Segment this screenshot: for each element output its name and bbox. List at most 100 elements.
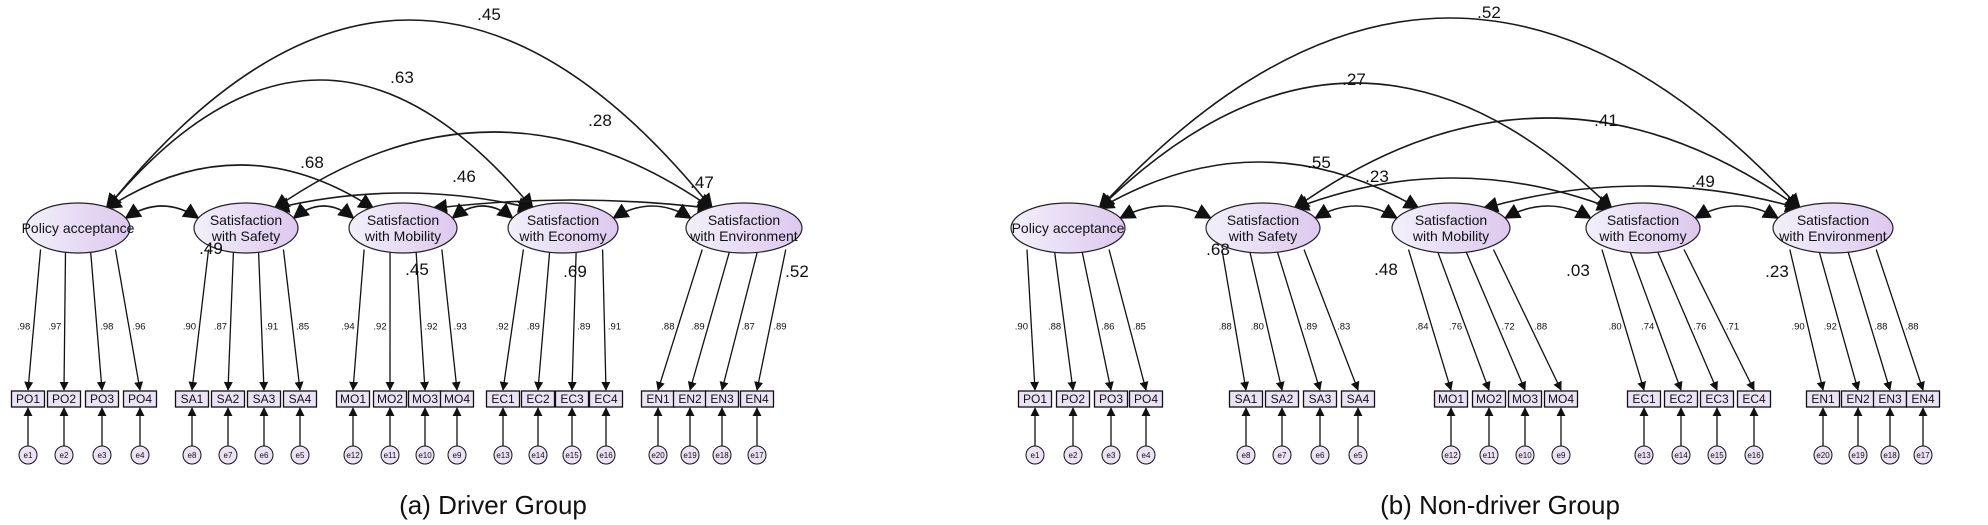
- error-term-circle: [254, 445, 274, 465]
- error-term-label: e7: [224, 451, 233, 460]
- indicator-box: [1340, 390, 1376, 408]
- error-term-label: e8: [188, 451, 197, 460]
- loading-arrow: [1407, 249, 1453, 391]
- indicator-box: [588, 390, 624, 408]
- error-term-circle: [1913, 445, 1933, 465]
- correlation-arrow: [1314, 203, 1399, 219]
- latent-factor-label: Satisfaction: [1797, 212, 1869, 228]
- correlation-arrow: [451, 202, 514, 220]
- correlation-value: .46: [452, 167, 476, 186]
- panel-caption: (a) Driver Group: [399, 490, 587, 520]
- loading-arrow: [1683, 249, 1755, 391]
- factor-loading: .90: [1015, 321, 1028, 332]
- error-term-label: e14: [1674, 451, 1688, 460]
- factor-loading: .85: [1133, 321, 1146, 332]
- error-term-label: e19: [1851, 451, 1865, 460]
- error-term-label: e3: [98, 451, 107, 460]
- error-term-label: e18: [1883, 451, 1897, 460]
- indicator-box: [246, 390, 282, 408]
- latent-factor-label: with Environment: [689, 228, 797, 244]
- error-term-circle: [1136, 445, 1156, 465]
- correlation-value: .45: [477, 5, 501, 24]
- loading-arrow: [1248, 249, 1285, 391]
- latent-factor-ellipse: [1772, 202, 1894, 254]
- error-term-label: e14: [531, 451, 545, 460]
- correlation-arrow: [1098, 17, 1802, 210]
- factor-loading: .83: [1337, 321, 1350, 332]
- indicator-box: [520, 390, 556, 408]
- error-term-label: e20: [651, 451, 665, 460]
- loading-arrow: [1492, 249, 1562, 391]
- error-term-circle: [1880, 445, 1900, 465]
- error-term-label: e13: [1637, 451, 1651, 460]
- error-term-label: e8: [1242, 451, 1251, 460]
- correlation-arrow: [1097, 161, 1420, 210]
- indicator-box: [1093, 390, 1129, 408]
- indicator-label: MO3: [412, 392, 438, 406]
- correlation-value: .03: [1566, 261, 1590, 280]
- loading-arrow: [1656, 249, 1718, 391]
- loading-arrow: [89, 249, 106, 391]
- loading-arrow: [114, 249, 144, 391]
- latent-factor-label: with Economy: [1598, 228, 1686, 244]
- latent-factor-label: Policy acceptance: [1012, 220, 1125, 236]
- indicator-box: [1228, 390, 1264, 408]
- latent-factor-ellipse: [348, 202, 458, 254]
- error-term-circle: [447, 445, 467, 465]
- indicator-label: SA3: [1309, 392, 1332, 406]
- correlation-value: .23: [1365, 167, 1389, 186]
- indicator-label: EC4: [594, 392, 618, 406]
- loading-arrow: [1303, 249, 1360, 391]
- factor-loading: .94: [341, 321, 354, 332]
- correlation-arrow: [292, 202, 355, 220]
- indicator-label: MO2: [1476, 392, 1502, 406]
- error-term-label: e4: [136, 451, 145, 460]
- indicator-label: EN3: [1878, 392, 1902, 406]
- latent-factor-label: with Safety: [1228, 228, 1297, 244]
- error-term-label: e17: [1916, 451, 1930, 460]
- factor-loading: .92: [373, 321, 386, 332]
- error-term-label: e4: [1142, 451, 1151, 460]
- correlation-arrow: [612, 203, 692, 219]
- indicator-box: [1905, 390, 1941, 408]
- indicator-label: PO2: [1061, 392, 1085, 406]
- correlation-value: .49: [1691, 172, 1715, 191]
- factor-loading: .89: [577, 321, 590, 332]
- indicator-label: EN1: [1811, 392, 1835, 406]
- latent-factor-label: Satisfaction: [1607, 212, 1679, 228]
- error-term-circle: [747, 445, 767, 465]
- factor-loading: .85: [296, 321, 309, 332]
- loading-arrow: [656, 249, 703, 391]
- correlation-arrow: [105, 19, 714, 210]
- loading-arrow: [282, 249, 304, 391]
- indicator-label: EC1: [1632, 392, 1656, 406]
- error-term-circle: [1671, 445, 1691, 465]
- factor-loading: .88: [661, 321, 674, 332]
- factor-loading: .93: [454, 321, 467, 332]
- latent-factor-ellipse: [1205, 202, 1321, 254]
- factor-loading: .88: [1874, 321, 1887, 332]
- error-term-circle: [130, 445, 150, 465]
- factor-loading: .89: [527, 321, 540, 332]
- latent-factor-label: with Environment: [1778, 228, 1886, 244]
- factor-loading: .80: [1608, 321, 1621, 332]
- correlation-arrow: [1694, 203, 1780, 219]
- error-term-label: e5: [296, 451, 305, 460]
- error-term-label: e6: [1316, 451, 1325, 460]
- correlation-value: .49: [199, 239, 223, 258]
- error-term-label: e11: [1483, 451, 1496, 460]
- correlation-value: .41: [1594, 111, 1618, 130]
- factor-loading: .89: [1304, 321, 1317, 332]
- error-term-circle: [1348, 445, 1368, 465]
- correlation-arrow: [1098, 82, 1613, 210]
- indicator-label: EN3: [710, 392, 734, 406]
- indicator-box: [1805, 390, 1841, 408]
- error-term-circle: [218, 445, 238, 465]
- indicator-label: PO1: [16, 392, 40, 406]
- error-term-circle: [648, 445, 668, 465]
- factor-loading: .74: [1641, 321, 1654, 332]
- latent-factor-ellipse: [193, 202, 299, 254]
- factor-loading: .88: [1048, 321, 1061, 332]
- error-term-circle: [1479, 445, 1499, 465]
